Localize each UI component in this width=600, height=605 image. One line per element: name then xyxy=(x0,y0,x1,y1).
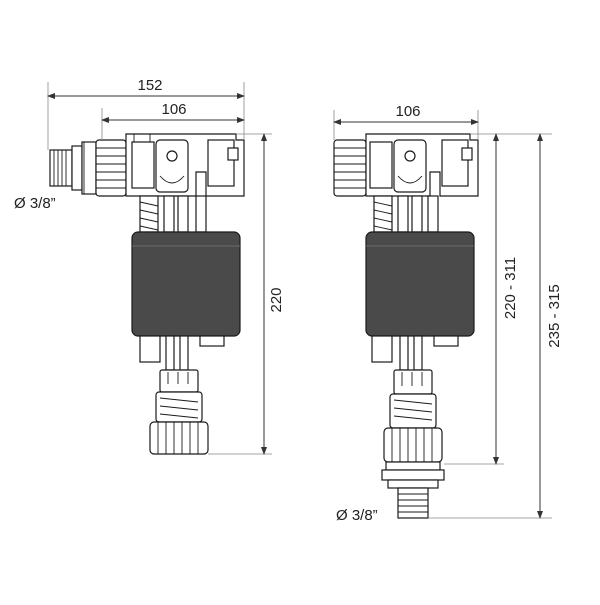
right-dimensions: 106 220 - 311 235 - 315 Ø 3/8” xyxy=(333,103,563,524)
dim-label-right-body-width: 106 xyxy=(395,103,420,120)
dim-label-left-body-width: 106 xyxy=(161,101,186,118)
left-lower-stem xyxy=(139,335,225,423)
right-top-mechanism xyxy=(365,133,479,197)
right-bottom-inlet-thread xyxy=(381,461,445,519)
dim-label-adjustable-height: 220 - 311 xyxy=(502,257,519,319)
left-float-body xyxy=(131,231,241,337)
right-lower-stem xyxy=(371,335,459,429)
left-bottom-nut xyxy=(149,421,209,455)
left-top-mechanism xyxy=(125,133,245,197)
right-bottom-nut xyxy=(383,427,443,463)
left-inlet-diameter-label: Ø 3/8” xyxy=(14,195,56,212)
left-side-inlet-thread xyxy=(49,141,97,195)
left-valve xyxy=(49,133,245,455)
right-float-body xyxy=(365,231,475,337)
left-knurled-nut xyxy=(95,139,127,197)
dim-label-overall-height: 235 - 315 xyxy=(546,284,563,347)
right-inlet-diameter-label: Ø 3/8” xyxy=(336,507,378,524)
dim-label-left-height: 220 xyxy=(268,287,285,312)
left-stem xyxy=(139,195,207,233)
right-stem xyxy=(373,195,439,233)
dim-label-overall-width: 152 xyxy=(137,77,162,94)
left-dimensions: 152 106 220 Ø 3/8” xyxy=(14,77,285,455)
right-valve xyxy=(333,133,479,519)
right-knurled-cap xyxy=(333,139,367,197)
